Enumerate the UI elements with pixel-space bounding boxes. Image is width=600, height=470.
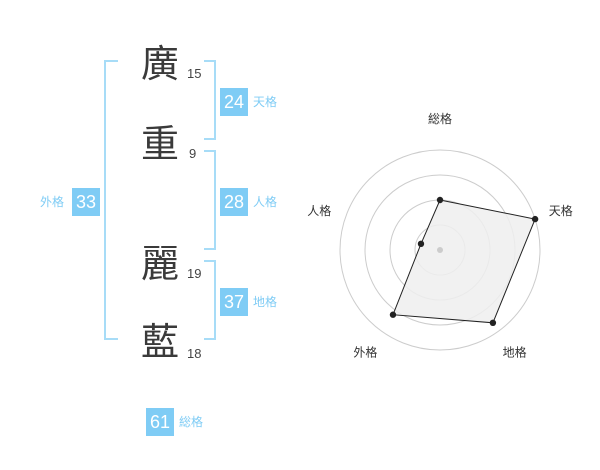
stroke-count-2: 9 bbox=[189, 146, 197, 161]
radar-point-1 bbox=[436, 196, 444, 204]
tenkaku-bracket bbox=[204, 60, 216, 140]
gaikaku-value-badge: 33 bbox=[72, 188, 100, 216]
jinkaku-label: 人格 bbox=[253, 195, 278, 209]
soukaku-value-badge: 61 bbox=[146, 408, 174, 436]
name-char-2: 重 bbox=[140, 122, 179, 166]
radar-ring bbox=[339, 149, 541, 351]
radar-center-dot bbox=[437, 247, 443, 253]
radar-axis-label-2: 天格 bbox=[549, 203, 573, 218]
soukaku-label: 総格 bbox=[179, 415, 204, 429]
stroke-count-4: 18 bbox=[187, 346, 202, 361]
radar-axis-label-3: 地格 bbox=[503, 345, 527, 360]
radar-points bbox=[389, 196, 539, 327]
radar-area bbox=[392, 199, 536, 324]
gaikaku-label: 外格 bbox=[40, 195, 65, 209]
radar-axis-label-1: 総格 bbox=[428, 111, 452, 126]
radar-point-3 bbox=[489, 319, 497, 327]
radar-point-2 bbox=[531, 215, 539, 223]
radar-axis-label-5: 人格 bbox=[307, 203, 331, 218]
jinkaku-bracket bbox=[204, 150, 216, 250]
radar-point-4 bbox=[389, 311, 397, 318]
tenkaku-label: 天格 bbox=[253, 95, 278, 109]
jinkaku-value-badge: 28 bbox=[220, 188, 248, 216]
gaikaku-bracket bbox=[104, 60, 118, 340]
name-char-4: 藍 bbox=[140, 320, 179, 364]
name-char-1: 廣 bbox=[140, 42, 179, 86]
chikaku-label: 地格 bbox=[253, 295, 278, 309]
chikaku-bracket bbox=[204, 260, 216, 340]
name-char-3: 麗 bbox=[140, 242, 179, 286]
tenkaku-value-badge: 24 bbox=[220, 88, 248, 116]
stroke-count-3: 19 bbox=[187, 266, 202, 281]
radar-axis-label-4: 外格 bbox=[353, 345, 377, 360]
stroke-count-1: 15 bbox=[187, 66, 202, 81]
chikaku-value-badge: 37 bbox=[220, 288, 248, 316]
radar-point-5 bbox=[417, 240, 425, 248]
